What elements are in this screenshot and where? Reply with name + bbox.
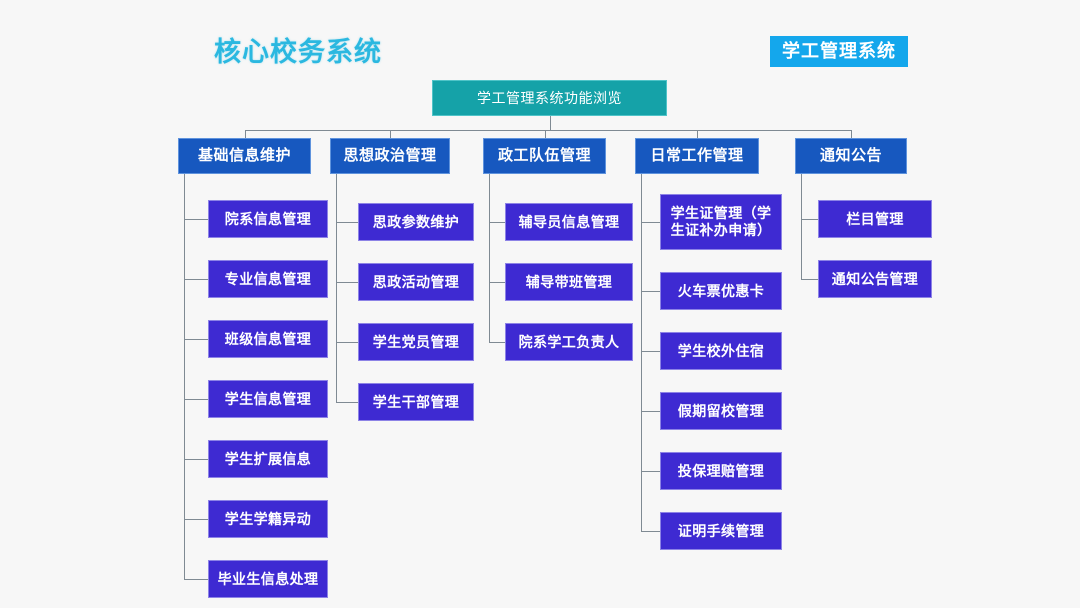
branch-header-3[interactable]: 政工队伍管理 [483, 138, 606, 174]
connector-bus [244, 130, 851, 131]
status-badge: 学工管理系统 [770, 36, 908, 67]
leaf-node-4-1[interactable]: 学生证管理（学生证补办申请） [660, 194, 782, 250]
connector-leaf-stub [489, 342, 505, 343]
leaf-node-4-6[interactable]: 证明手续管理 [660, 512, 782, 550]
page-title: 核心校务系统 [214, 37, 382, 67]
connector-bus-drop [390, 130, 391, 138]
connector-leaf-stub [184, 579, 208, 580]
connector-leaf-stub [184, 279, 208, 280]
connector-leaf-stub [184, 219, 208, 220]
connector-leaf-stub [489, 282, 505, 283]
root-node[interactable]: 学工管理系统功能浏览 [432, 80, 667, 116]
leaf-node-4-5[interactable]: 投保理赔管理 [660, 452, 782, 490]
connector-leaf-stub [184, 339, 208, 340]
connector-leaf-stub [184, 519, 208, 520]
leaf-node-3-2[interactable]: 辅导带班管理 [505, 263, 633, 301]
leaf-node-1-3[interactable]: 班级信息管理 [208, 320, 328, 358]
connector-branch-trunk [184, 174, 185, 579]
leaf-node-4-2[interactable]: 火车票优惠卡 [660, 272, 782, 310]
leaf-node-1-5[interactable]: 学生扩展信息 [208, 440, 328, 478]
connector-bus-drop [851, 130, 852, 138]
connector-leaf-stub [489, 222, 505, 223]
connector-leaf-stub [801, 219, 818, 220]
connector-leaf-stub [641, 411, 660, 412]
branch-header-4[interactable]: 日常工作管理 [635, 138, 759, 174]
connector-leaf-stub [184, 459, 208, 460]
connector-leaf-stub [336, 282, 358, 283]
branch-header-1[interactable]: 基础信息维护 [178, 138, 311, 174]
leaf-node-5-1[interactable]: 栏目管理 [818, 200, 932, 238]
leaf-node-2-2[interactable]: 思政活动管理 [358, 263, 474, 301]
leaf-node-4-4[interactable]: 假期留校管理 [660, 392, 782, 430]
leaf-node-3-1[interactable]: 辅导员信息管理 [505, 203, 633, 241]
connector-branch-trunk [641, 174, 642, 531]
leaf-node-1-6[interactable]: 学生学籍异动 [208, 500, 328, 538]
connector-leaf-stub [641, 531, 660, 532]
branch-header-5[interactable]: 通知公告 [795, 138, 907, 174]
connector-leaf-stub [336, 402, 358, 403]
leaf-node-1-7[interactable]: 毕业生信息处理 [208, 560, 328, 598]
leaf-node-1-2[interactable]: 专业信息管理 [208, 260, 328, 298]
leaf-node-2-4[interactable]: 学生干部管理 [358, 383, 474, 421]
leaf-node-1-1[interactable]: 院系信息管理 [208, 200, 328, 238]
connector-bus-drop [544, 130, 546, 138]
connector-leaf-stub [641, 291, 660, 292]
connector-branch-trunk [489, 174, 490, 342]
connector-branch-trunk [801, 174, 802, 279]
connector-branch-trunk [336, 174, 337, 402]
connector-bus-drop [697, 130, 698, 138]
branch-header-2[interactable]: 思想政治管理 [330, 138, 450, 174]
connector-leaf-stub [641, 222, 660, 223]
leaf-node-2-3[interactable]: 学生党员管理 [358, 323, 474, 361]
connector-leaf-stub [641, 351, 660, 352]
connector-leaf-stub [641, 471, 660, 472]
leaf-node-2-1[interactable]: 思政参数维护 [358, 203, 474, 241]
connector-leaf-stub [336, 342, 358, 343]
leaf-node-5-2[interactable]: 通知公告管理 [818, 260, 932, 298]
leaf-node-3-3[interactable]: 院系学工负责人 [505, 323, 633, 361]
connector-root-stem [549, 116, 551, 130]
connector-leaf-stub [801, 279, 818, 280]
leaf-node-1-4[interactable]: 学生信息管理 [208, 380, 328, 418]
connector-leaf-stub [336, 222, 358, 223]
leaf-node-4-3[interactable]: 学生校外住宿 [660, 332, 782, 370]
connector-leaf-stub [184, 399, 208, 400]
connector-bus-drop [244, 130, 246, 138]
